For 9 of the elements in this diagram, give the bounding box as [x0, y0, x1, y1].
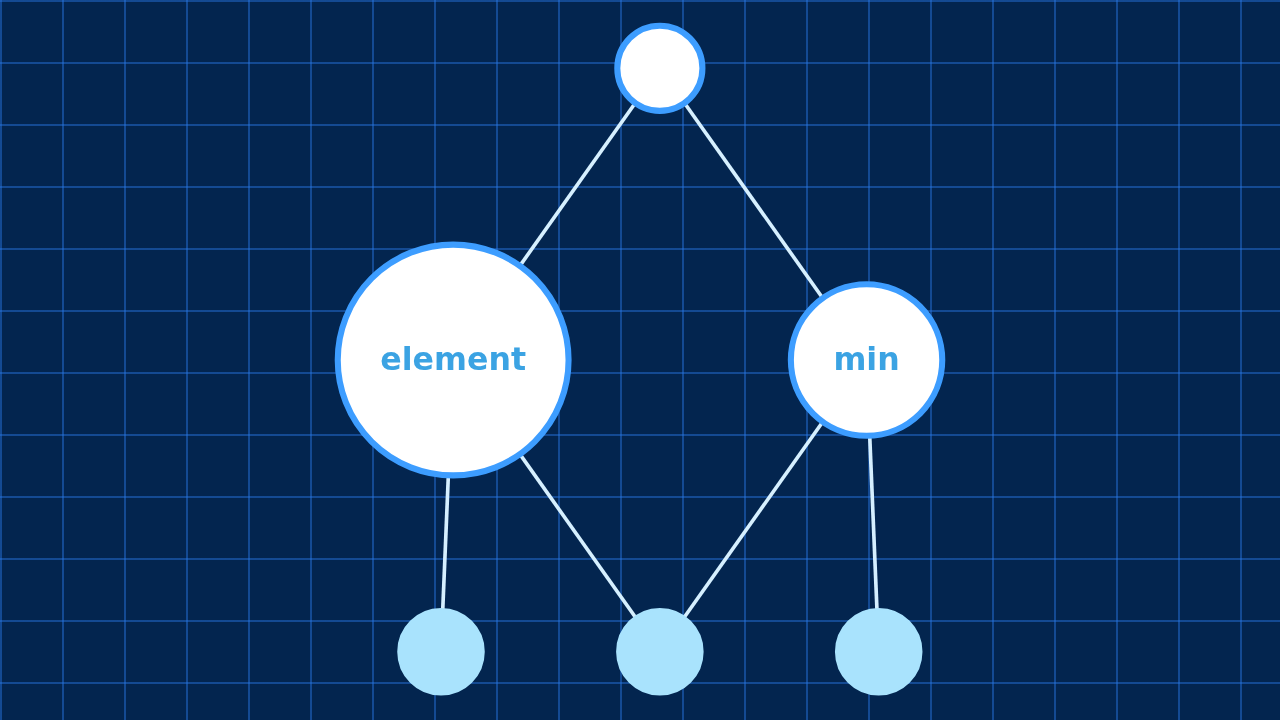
circle-node [397, 607, 485, 696]
circle-node [834, 607, 923, 696]
circle-node: min [787, 281, 946, 439]
connector [867, 435, 879, 610]
connector [518, 453, 637, 619]
circle-node: element [334, 241, 572, 479]
circle-node [616, 607, 704, 696]
circle-node [614, 22, 706, 114]
connector [682, 420, 825, 619]
